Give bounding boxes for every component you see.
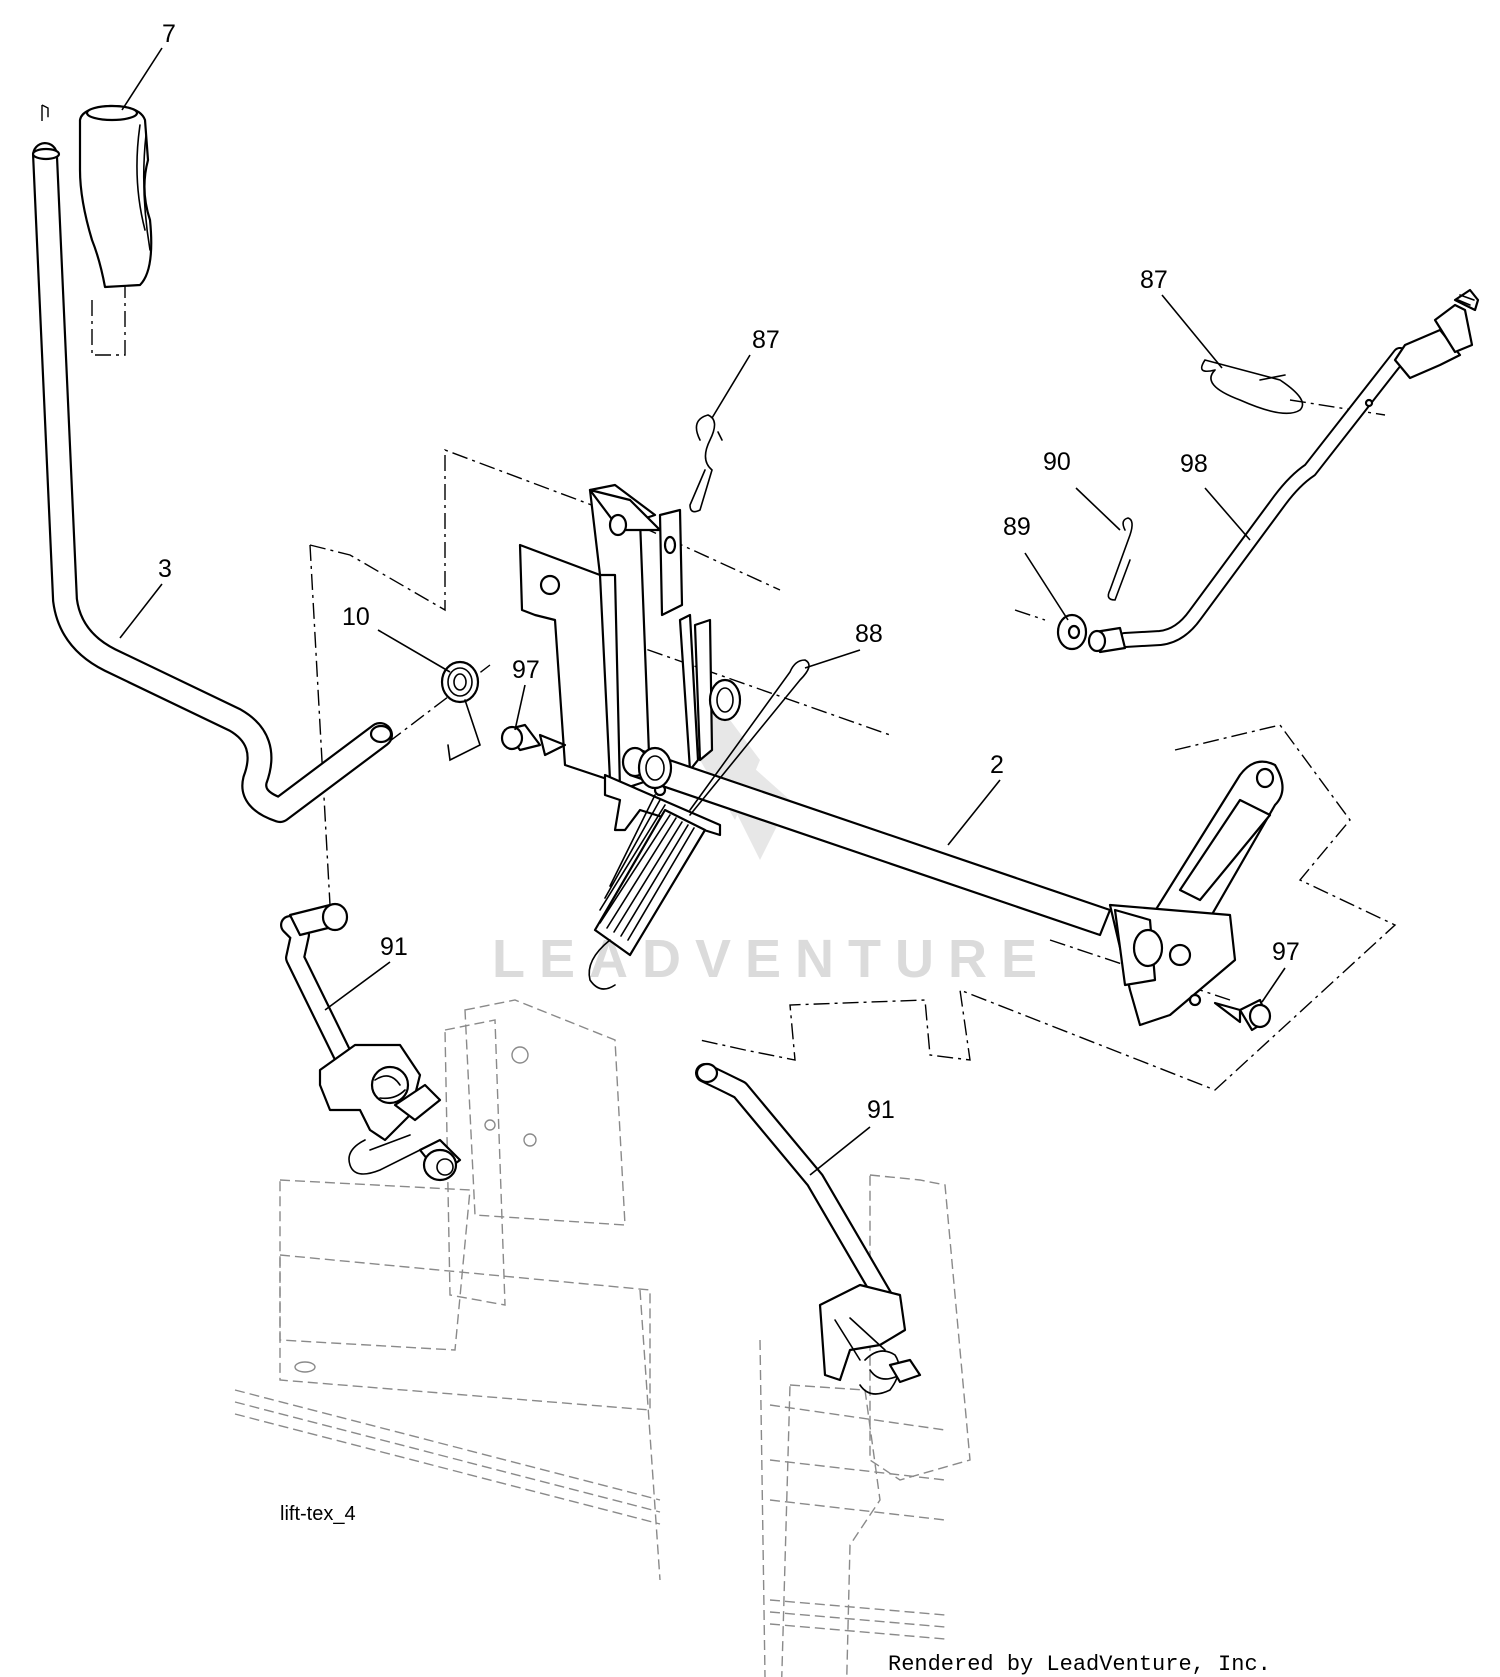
callout-labels: 7 3 10 97 87 88 87 90 89 98 2 97 91 91 (158, 20, 1300, 1124)
hairpin-clip-right (1200, 359, 1304, 415)
watermark-text: LEADVENTURE (492, 929, 1051, 989)
callout-91-left: 91 (380, 933, 408, 961)
callout-3: 3 (158, 555, 172, 583)
figure-id: lift-tex_4 (280, 1503, 356, 1525)
hairpin-clip-upper (689, 414, 723, 513)
adjustment-rod (1087, 288, 1480, 654)
callout-2: 2 (990, 751, 1004, 779)
callout-87-right: 87 (1140, 266, 1168, 294)
render-credit: Rendered by LeadVenture, Inc. (888, 1652, 1271, 1677)
handle-grip (78, 104, 153, 289)
extension-spring (588, 659, 810, 990)
callout-91-right: 91 (867, 1096, 895, 1124)
lift-link-right (695, 1062, 922, 1395)
torsion-spring (440, 660, 481, 762)
callout-97-left: 97 (512, 656, 540, 684)
callout-98: 98 (1180, 450, 1208, 478)
callout-87-upper: 87 (752, 326, 780, 354)
lift-handle-rod (31, 142, 393, 823)
right-lift-arm (1108, 760, 1284, 1027)
left-deck-bracket (234, 999, 661, 1581)
flat-washer (1056, 613, 1088, 651)
cross-shaft (621, 746, 1112, 937)
callout-10: 10 (342, 603, 370, 631)
callout-90: 90 (1043, 448, 1071, 476)
callout-7: 7 (162, 20, 176, 48)
lift-link-left (280, 902, 462, 1182)
callout-97-right: 97 (1272, 938, 1300, 966)
bolt-right (1213, 998, 1272, 1032)
mounting-bracket (518, 483, 742, 837)
callout-88: 88 (855, 620, 883, 648)
callout-leaders (119, 47, 1286, 1176)
hairpin-clip-small (1107, 517, 1133, 601)
bolt-left (500, 723, 567, 757)
callout-89: 89 (1003, 513, 1031, 541)
